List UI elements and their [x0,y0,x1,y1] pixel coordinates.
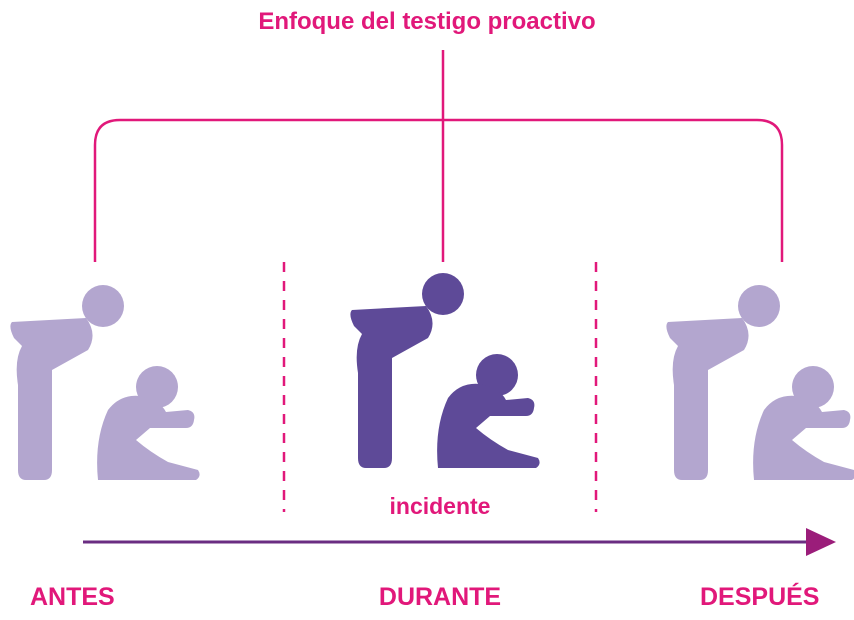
incident-label: incidente [389,493,491,519]
phase-separators [282,262,598,512]
figure-antes [10,285,200,480]
person-sitting-distressed-icon [437,354,540,468]
diagram-title: Enfoque del testigo proactivo [258,8,596,35]
figure-despues [666,285,854,480]
phase-label-durante: DURANTE [378,583,502,611]
bracket-top [93,118,784,262]
figure-durante [350,273,540,468]
person-sitting-distressed-icon [753,366,854,480]
person-sitting-distressed-icon [97,366,200,480]
bracket [93,50,784,262]
timeline-arrow [83,528,836,556]
arrow-head-icon [806,528,836,556]
phase-label-despues: DESPUÉS [700,583,820,611]
phase-label-antes: ANTES [30,583,115,611]
